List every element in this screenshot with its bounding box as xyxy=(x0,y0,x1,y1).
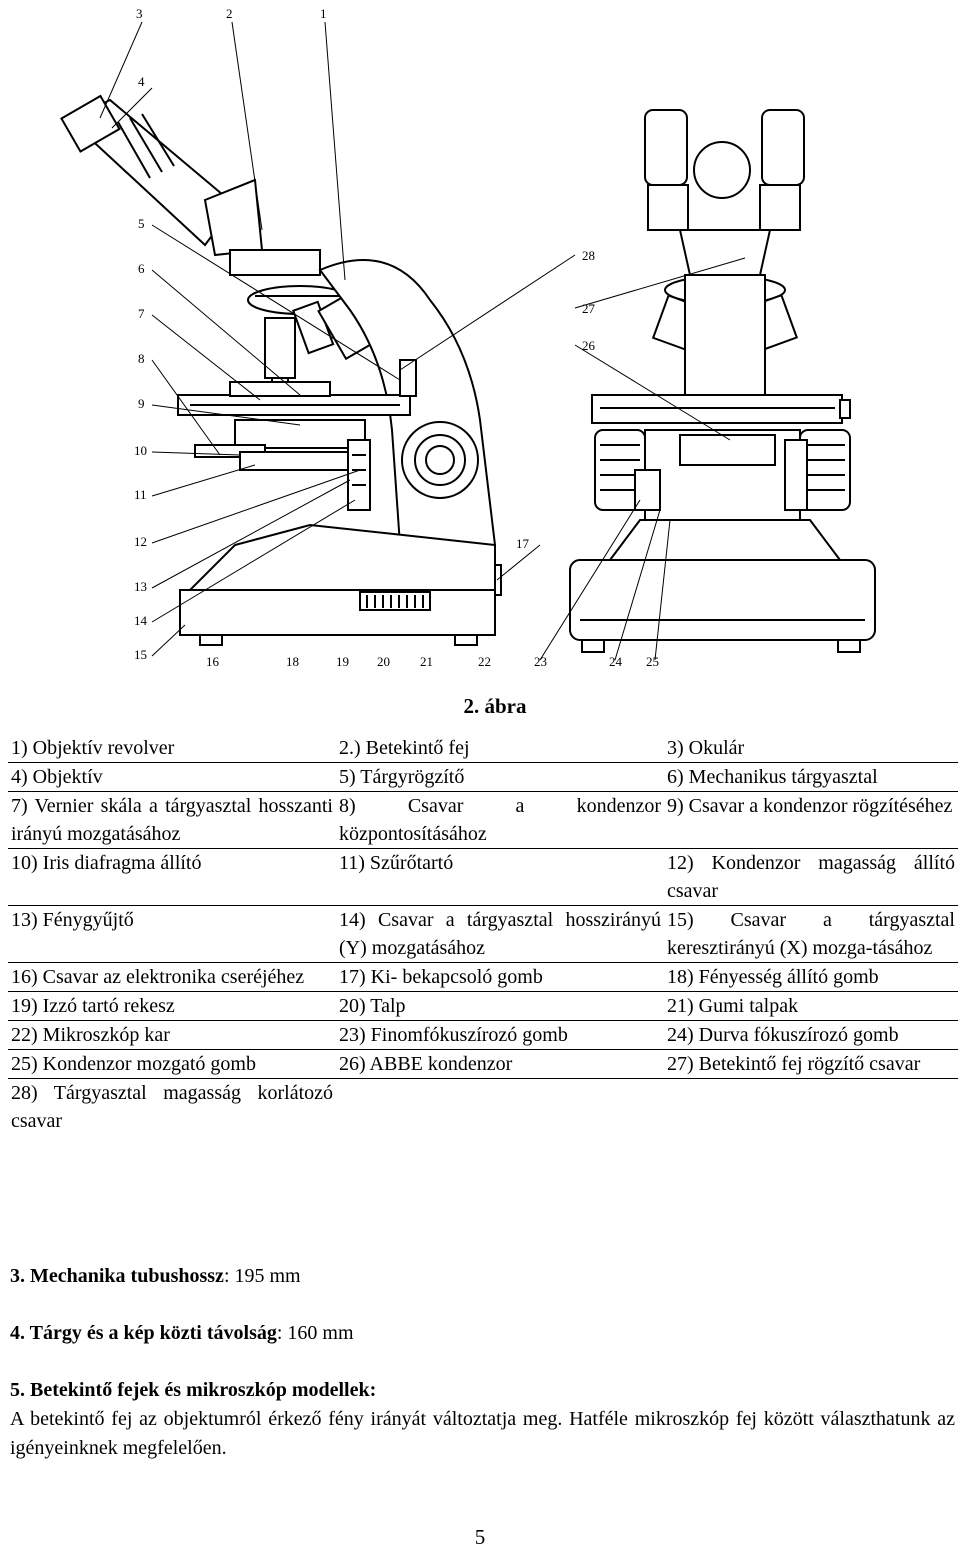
callout-25: 25 xyxy=(646,654,659,669)
callout-23: 23 xyxy=(534,654,547,669)
part-cell: 15) Csavar a tárgyasztal keresztirányú (… xyxy=(667,909,955,959)
part-cell: 1) Objektív revolver xyxy=(11,737,175,759)
figure-caption: 2. ábra xyxy=(463,694,527,718)
part-cell: 28) Tárgyasztal magasság korlátozó csava… xyxy=(11,1082,333,1132)
callout-21: 21 xyxy=(420,654,433,669)
part-cell: 20) Talp xyxy=(339,995,406,1017)
section-tube-length: 3. Mechanika tubushossz: 195 mm xyxy=(10,1262,955,1290)
body-paragraph: A betekintő fej az objektumról érkező fé… xyxy=(10,1408,955,1459)
callout-7: 7 xyxy=(138,306,145,321)
part-cell: 2.) Betekintő fej xyxy=(339,737,470,759)
table-row: 7) Vernier skála a tárgyasztal hosszanti… xyxy=(8,792,958,849)
part-cell xyxy=(664,1079,958,1136)
part-cell: 21) Gumi talpak xyxy=(667,995,799,1017)
leader-lines xyxy=(99,21,746,661)
callout-28: 28 xyxy=(582,248,595,263)
callout-22: 22 xyxy=(478,654,491,669)
callout-27: 27 xyxy=(582,301,596,316)
section-heading: 5. Betekintő fejek és mikroszkóp modelle… xyxy=(10,1379,377,1401)
callout-14: 14 xyxy=(134,613,148,628)
callout-15: 15 xyxy=(134,647,147,662)
part-cell: 6) Mechanikus tárgyasztal xyxy=(667,766,878,788)
part-cell: 5) Tárgyrögzítő xyxy=(339,766,465,788)
callout-3: 3 xyxy=(136,6,143,21)
part-cell: 27) Betekintő fej rögzítő csavar xyxy=(667,1053,921,1075)
table-row: 25) Kondenzor mozgató gomb 26) ABBE konde… xyxy=(8,1050,958,1079)
callout-12: 12 xyxy=(134,534,147,549)
part-cell: 11) Szűrőtartó xyxy=(339,852,454,874)
front-view-microscope xyxy=(569,109,876,653)
parts-table: 1) Objektív revolver 2.) Betekintő fej 3) … xyxy=(8,734,958,1135)
callout-10: 10 xyxy=(134,443,147,458)
part-cell: 23) Finomfókuszírozó gomb xyxy=(339,1024,568,1046)
table-row: 22) Mikroszkóp kar 23) Finomfókuszírozó g… xyxy=(8,1021,958,1050)
callout-26: 26 xyxy=(582,338,596,353)
part-cell: 25) Kondenzor mozgató gomb xyxy=(11,1053,256,1075)
part-cell: 18) Fényesség állító gomb xyxy=(667,966,879,988)
table-row: 4) Objektív 5) Tárgyrögzítő 6) Mechanikus … xyxy=(8,763,958,792)
callout-11: 11 xyxy=(134,487,147,502)
part-cell: 7) Vernier skála a tárgyasztal hosszanti… xyxy=(11,795,333,845)
callout-19: 19 xyxy=(336,654,349,669)
table-row: 19) Izzó tartó rekesz 20) Talp 21) Gumi ta… xyxy=(8,992,958,1021)
section-value: : 160 mm xyxy=(276,1322,354,1344)
callout-18: 18 xyxy=(286,654,299,669)
table-row: 16) Csavar az elektronika cseréjéhez 17) … xyxy=(8,963,958,992)
part-cell xyxy=(336,1079,664,1136)
callout-20: 20 xyxy=(377,654,390,669)
section-heading: 4. Tárgy és a kép közti távolság xyxy=(10,1322,277,1344)
callout-6: 6 xyxy=(138,261,145,276)
part-cell: 12) Kondenzor magasság állító csavar xyxy=(667,852,955,902)
part-cell: 8) Csavar a kondenzor központosításához xyxy=(339,795,661,845)
part-cell: 17) Ki- bekapcsoló gomb xyxy=(339,966,543,988)
section-heads-models: 5. Betekintő fejek és mikroszkóp modelle… xyxy=(10,1376,955,1404)
part-cell: 16) Csavar az elektronika cseréjéhez xyxy=(11,966,305,988)
table-row: 10) Iris diafragma állító 11) Szűrőtartó 1… xyxy=(8,849,958,906)
callout-24: 24 xyxy=(609,654,623,669)
callout-1: 1 xyxy=(320,6,327,21)
section-object-image-distance: 4. Tárgy és a kép közti távolság: 160 mm xyxy=(10,1319,955,1347)
page-number: 5 xyxy=(474,1525,486,1549)
table-row: 1) Objektív revolver 2.) Betekintő fej 3) … xyxy=(8,734,958,763)
callout-17: 17 xyxy=(516,536,530,551)
callout-4: 4 xyxy=(138,74,145,89)
callout-labels: 3 2 1 4 5 6 7 8 9 10 11 12 13 14 15 16 1… xyxy=(134,6,659,669)
part-cell: 26) ABBE kondenzor xyxy=(339,1053,513,1075)
callout-2: 2 xyxy=(226,6,233,21)
part-cell: 22) Mikroszkóp kar xyxy=(11,1024,170,1046)
microscope-figure: 3 2 1 4 5 6 7 8 9 10 11 12 13 14 15 16 1… xyxy=(0,0,960,690)
callout-5: 5 xyxy=(138,216,145,231)
callout-16: 16 xyxy=(206,654,220,669)
part-cell: 9) Csavar a kondenzor rögzítéséhez xyxy=(667,795,953,817)
section-heading: 3. Mechanika tubushossz xyxy=(10,1265,224,1287)
part-cell: 14) Csavar a tárgyasztal hosszirányú (Y)… xyxy=(339,909,661,959)
callout-8: 8 xyxy=(138,351,145,366)
part-cell: 10) Iris diafragma állító xyxy=(11,852,202,874)
part-cell: 24) Durva fókuszírozó gomb xyxy=(667,1024,899,1046)
table-row: 28) Tárgyasztal magasság korlátozó csava… xyxy=(8,1079,958,1136)
callout-9: 9 xyxy=(138,396,145,411)
side-view-microscope xyxy=(60,94,502,646)
microscope-diagram: 3 2 1 4 5 6 7 8 9 10 11 12 13 14 15 16 1… xyxy=(60,6,876,669)
part-cell: 4) Objektív xyxy=(11,766,103,788)
part-cell: 3) Okulár xyxy=(667,737,745,759)
part-cell: 13) Fénygyűjtő xyxy=(11,909,134,931)
callout-13: 13 xyxy=(134,579,147,594)
section-value: : 195 mm xyxy=(223,1265,301,1287)
part-cell: 19) Izzó tartó rekesz xyxy=(11,995,175,1017)
table-row: 13) Fénygyűjtő 14) Csavar a tárgyasztal h… xyxy=(8,906,958,963)
